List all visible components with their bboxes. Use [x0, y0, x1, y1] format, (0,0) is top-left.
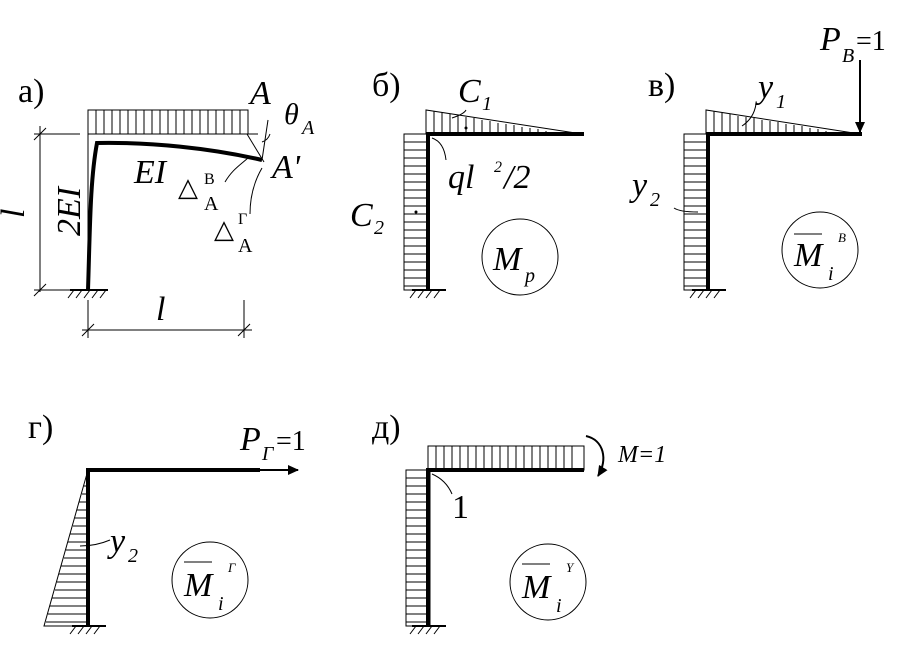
load-pv-label: P — [819, 21, 841, 58]
mg-circle-sub: i — [218, 593, 224, 615]
mv-circle-sub: i — [828, 263, 834, 285]
deformed-frame — [86, 140, 263, 291]
c2-label: C — [350, 197, 373, 234]
c1-sub: 1 — [482, 93, 492, 115]
moment-load-label: M=1 — [617, 442, 666, 468]
md-circle-label: M — [521, 569, 552, 606]
moment-tail: /2 — [502, 159, 530, 196]
mv-circle — [781, 211, 859, 289]
frame-v — [706, 132, 862, 290]
c2-sub: 2 — [374, 217, 384, 239]
md-circle-sub: i — [556, 595, 562, 617]
delta-v-sup: В — [204, 171, 215, 188]
deflection-line — [246, 133, 265, 163]
panel-v: в) P — [629, 21, 886, 299]
md-circle — [509, 543, 587, 621]
two-ei-label: 2EI — [51, 185, 88, 236]
delta-v-sub: A — [204, 193, 219, 215]
load-pv-sub: В — [842, 45, 854, 67]
mp-circle-label: M — [492, 241, 523, 278]
panel-label-d: д) — [372, 409, 401, 446]
load-pg-eq: =1 — [276, 426, 306, 457]
panel-label-b: б) — [372, 67, 401, 104]
moment-sup: 2 — [494, 159, 502, 176]
panel-label-v: в) — [648, 67, 675, 104]
theta-label: θ — [284, 98, 299, 131]
md-circle-sup: Y — [566, 560, 575, 575]
delta-v-symbol: △ — [178, 173, 198, 202]
moment-ql-label: ql — [448, 159, 474, 196]
theta-sub: A — [300, 117, 315, 139]
panel-d: д) — [372, 409, 666, 635]
mg-circle-sup: Г — [227, 560, 236, 575]
panel-label-a: а) — [18, 73, 44, 110]
panel-a: а) — [0, 73, 315, 338]
mv-circle-sup: В — [838, 230, 846, 245]
frame-d — [426, 468, 584, 626]
mp-circle-sub: p — [523, 265, 535, 287]
delta-g-symbol: △ — [214, 215, 234, 244]
frame-b — [426, 132, 584, 290]
panel-label-g: г) — [28, 409, 53, 446]
moment-arrow — [585, 435, 608, 477]
y2-g-label: y — [107, 523, 126, 560]
frame-g — [86, 468, 260, 626]
y2-label: y — [629, 167, 648, 204]
mp-beam-diagram — [425, 109, 583, 135]
undeformed-frame — [87, 133, 258, 290]
mg-column-diagram — [43, 469, 89, 627]
mv-circle-label: M — [793, 237, 824, 274]
mg-circle-label: M — [183, 567, 214, 604]
y1-sub: 1 — [776, 91, 786, 113]
point-a-label: A — [248, 75, 271, 112]
y2-sub: 2 — [650, 189, 660, 211]
distributed-load-hatch — [95, 110, 241, 134]
ei-label: EI — [133, 154, 168, 191]
span-l-label: l — [156, 291, 165, 328]
mg-circle — [171, 541, 249, 619]
delta-g-sub: A — [238, 235, 253, 257]
y1-label: y — [755, 69, 774, 106]
mp-circle — [481, 218, 559, 296]
delta-g-sup: Г — [238, 211, 247, 228]
load-pg-label: P — [239, 421, 261, 458]
md-beam-diagram — [427, 445, 585, 471]
load-pv-eq: =1 — [856, 26, 886, 57]
load-pg-sub: Г — [261, 443, 275, 465]
height-l-label: l — [0, 209, 32, 218]
point-a-prime-label: A' — [270, 149, 301, 186]
mv-beam-diagram — [705, 109, 861, 135]
c1-label: C — [458, 73, 481, 110]
panel-b: б) — [350, 67, 584, 299]
panel-g: г) P Г =1 y 2 M i Г — [28, 409, 306, 635]
unit-value-label: 1 — [452, 489, 469, 526]
y2-g-sub: 2 — [128, 545, 138, 567]
